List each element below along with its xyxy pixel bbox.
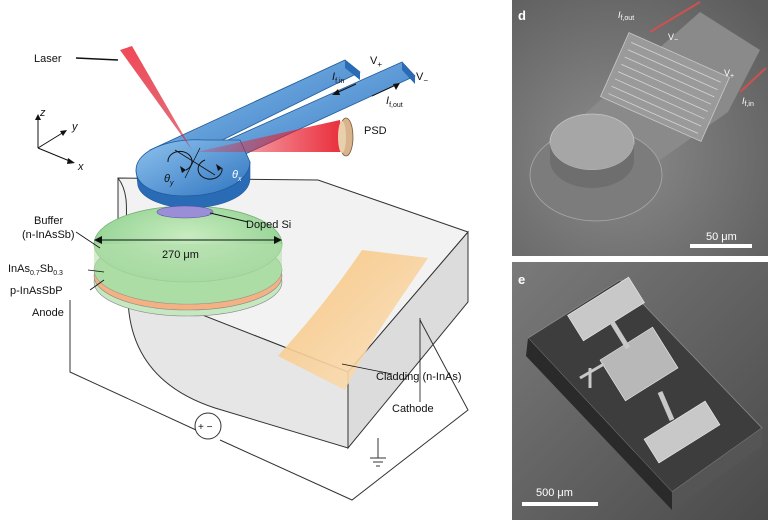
current-arrow-out	[371, 83, 399, 97]
current-arrowhead-out	[393, 83, 400, 90]
panel-e-chip-side	[526, 338, 672, 510]
laser-leader	[75, 57, 119, 61]
axis-x-line	[37, 147, 73, 163]
rotation-arrowhead-x	[216, 164, 222, 171]
p-layer-label: p-InAsSbP	[10, 285, 63, 297]
axis-y-label: y	[71, 121, 79, 133]
rotation-axis-2	[184, 147, 201, 179]
dimension-label: 270 μm	[162, 249, 199, 261]
laser-beam	[120, 46, 192, 150]
disk-side	[94, 244, 282, 304]
v-minus-label: V−	[416, 71, 428, 85]
theta-x-label: θx	[232, 169, 242, 183]
panel-d-i-out: If,out	[618, 10, 634, 22]
prong-end-upper	[345, 60, 360, 80]
panel-e-pad-bottom	[643, 400, 721, 464]
psd-label: PSD	[364, 125, 387, 137]
panel-d-i-in: If,in	[742, 96, 754, 108]
panel-e-chip-front	[672, 428, 762, 510]
panel-d-scale-label: 50 μm	[706, 231, 737, 243]
rotation-axis-1	[174, 149, 216, 176]
cladding-label: Cladding (n-InAs)	[376, 371, 462, 383]
panel-e: e 500 μm	[512, 262, 768, 520]
inassb-leader	[87, 269, 105, 273]
panel-d-meander	[608, 42, 721, 134]
panel-e-trace-2	[657, 391, 675, 421]
axis-x-arrow	[67, 158, 75, 164]
panel-d: d If,out V− V+ If,in 50 μm	[512, 0, 768, 256]
panel-d-wire-out	[649, 1, 701, 33]
doped-si-label: Doped Si	[246, 219, 291, 231]
rotation-arrow-y	[167, 150, 193, 171]
dimension-arrow-right	[274, 236, 282, 244]
voltage-source	[194, 412, 222, 440]
panel-d-pillar-side	[550, 142, 634, 188]
doped-si-pillar	[156, 205, 214, 219]
buffer-leader	[75, 231, 101, 249]
i-in-label: If,in	[332, 71, 345, 85]
axis-y-arrow	[60, 130, 67, 136]
current-arrowhead-in	[332, 89, 340, 95]
circuit-wire-cathode	[219, 319, 469, 501]
circuit-wire-anode	[69, 300, 197, 431]
axis-x-label: x	[77, 161, 84, 173]
reflected-beam	[196, 120, 344, 152]
panel-e-trace-3	[579, 362, 605, 380]
buffer-sub-label: (n-InAsSb)	[22, 229, 75, 241]
device-diagram: Laser V+ V− If,in If,out PSD z y x θy θx…	[8, 46, 469, 501]
panel-d-heater	[599, 32, 731, 142]
panel-d-v-minus: V−	[668, 32, 678, 44]
panel-d-v-plus: V+	[724, 68, 734, 80]
cladding-leader	[341, 363, 393, 375]
laser-label: Laser	[34, 53, 62, 65]
cantilever-head-side	[135, 161, 251, 209]
axis-z-arrow	[35, 114, 41, 120]
p-leader	[89, 279, 105, 291]
doped-si-leader	[209, 212, 249, 223]
panel-d-pillar-top	[549, 113, 635, 171]
voltage-source-label: + −	[198, 422, 213, 433]
panel-e-letter: e	[518, 272, 525, 287]
buffer-label: Buffer	[34, 215, 63, 227]
panel-e-scale-bar	[522, 502, 598, 506]
panel-d-wire-in	[739, 67, 767, 93]
prong-end-lower	[402, 62, 415, 84]
rotation-arrowhead-y	[180, 166, 186, 173]
axis-y-line	[37, 131, 65, 149]
panel-d-scale-bar	[690, 244, 752, 248]
panel-e-trace-1	[609, 320, 631, 350]
i-out-label: If,out	[386, 95, 403, 109]
dimension-arrow-left	[94, 236, 102, 244]
panel-d-letter: d	[518, 8, 526, 23]
rotation-arrow-x	[197, 159, 223, 180]
psd-detector-face	[338, 121, 346, 153]
slab-front-face	[116, 281, 349, 449]
inassb-label: InAs0.7Sb0.3	[8, 263, 63, 277]
axis-z-label: z	[39, 107, 46, 119]
theta-y-label: θy	[164, 173, 174, 187]
anode-label: Anode	[32, 307, 64, 319]
cathode-label: Cathode	[392, 403, 434, 415]
panel-e-scale-label: 500 μm	[536, 487, 573, 499]
v-plus-label: V+	[370, 55, 382, 69]
cladding-stripe	[278, 250, 428, 390]
